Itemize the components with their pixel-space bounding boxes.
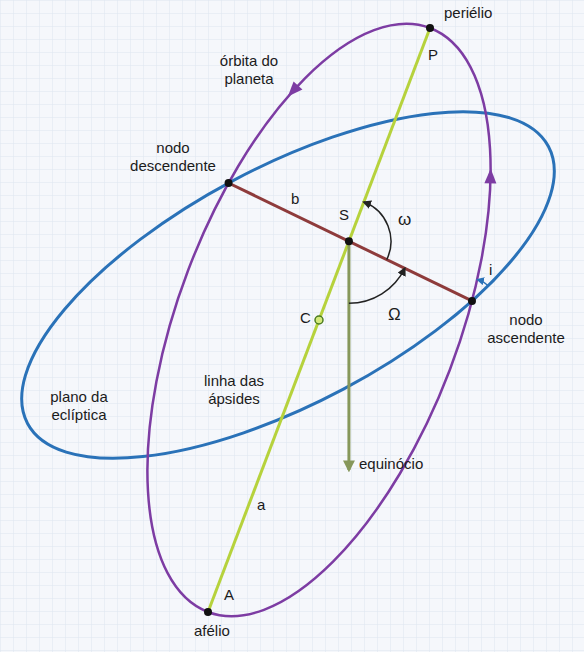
inclination-arc — [478, 280, 489, 287]
angle-symbol: i — [489, 261, 492, 279]
angle-symbol: Ω — [388, 305, 401, 324]
node-longitude-arc — [349, 268, 405, 303]
orbit-center-point — [315, 316, 323, 324]
aphelion-point — [204, 608, 212, 616]
orbit-direction-arrow — [484, 168, 496, 183]
ascending-node-point — [468, 297, 476, 305]
node-label: nodo ascendente — [478, 311, 574, 347]
axis-letter: b — [291, 190, 299, 208]
angle-symbol: ω — [398, 210, 411, 229]
point-letter: C — [300, 309, 311, 327]
orbit-direction-arrow — [283, 81, 302, 100]
ecliptic-plane — [0, 42, 584, 527]
axis-letter: a — [257, 496, 265, 514]
point-label: periélio — [444, 4, 492, 22]
node-label: nodo descendente — [123, 139, 223, 175]
line-of-apsides — [208, 28, 430, 612]
point-label: afélio — [194, 622, 230, 640]
plane-label: plano da eclíptica — [40, 388, 118, 424]
axis-label: linha das ápsides — [192, 372, 276, 408]
perihelion-argument-arc — [364, 202, 391, 260]
direction-label: equinócio — [359, 455, 423, 473]
descending-node-point — [225, 179, 233, 187]
point-letter: P — [428, 46, 438, 64]
sun-point — [345, 237, 353, 245]
equinox-direction — [347, 241, 350, 470]
point-letter: A — [224, 586, 234, 604]
planet-orbit — [77, 0, 561, 652]
perihelion-point — [426, 24, 434, 32]
orbit-label: órbita do planeta — [218, 52, 280, 88]
point-letter: S — [339, 206, 349, 224]
